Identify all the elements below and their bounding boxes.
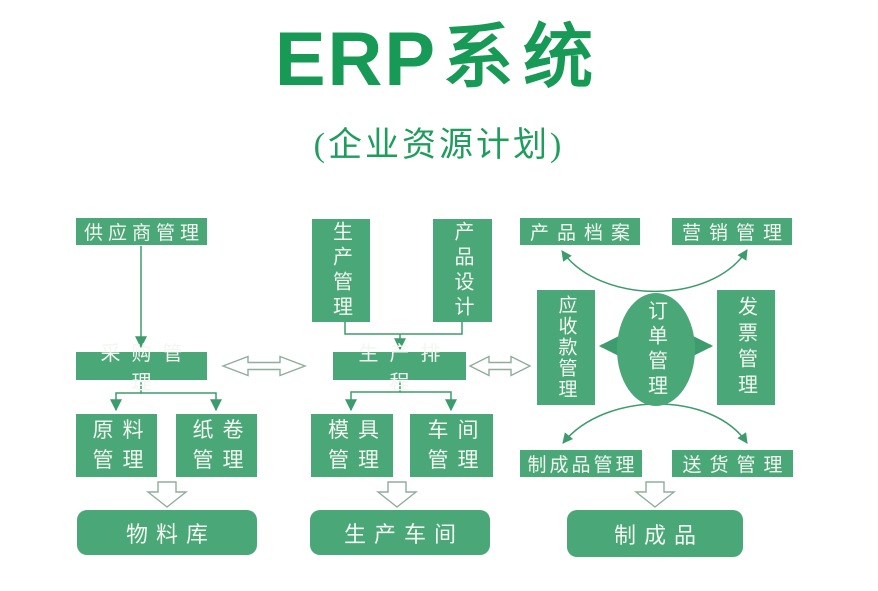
title-cjk: 系统 bbox=[443, 20, 604, 97]
double-arrow-purchasing-scheduling bbox=[221, 355, 307, 377]
node-finished-product-management: 制成品管理 bbox=[520, 450, 642, 477]
arrow-scheduling-to-mold bbox=[345, 381, 401, 412]
node-product-archive: 产品档案 bbox=[520, 218, 640, 245]
node-order-management: 订单管理 bbox=[617, 293, 695, 406]
node-supplier-management: 供应商管理 bbox=[76, 218, 207, 245]
double-arrow-scheduling-receivables bbox=[468, 355, 532, 377]
block-arrow-to-production-workshop bbox=[375, 481, 419, 508]
node-production-workshop: 生产车间 bbox=[310, 510, 490, 555]
node-product-design: 产品设计 bbox=[433, 219, 492, 322]
node-invoice-management: 发票管理 bbox=[717, 290, 775, 405]
node-receivables-management: 应收款管理 bbox=[537, 290, 595, 405]
node-production-management: 生产管理 bbox=[312, 219, 370, 322]
node-marketing-management: 营销管理 bbox=[672, 218, 792, 245]
node-delivery-management: 送货管理 bbox=[672, 450, 793, 477]
arrow-purchasing-to-paper-roll bbox=[141, 392, 222, 412]
node-purchasing-management: 采购管理 bbox=[76, 343, 207, 394]
node-production-scheduling: 生产排程 bbox=[333, 343, 466, 394]
connector-production-design-elbow bbox=[344, 322, 463, 335]
node-raw-material-management: 原料管理 bbox=[76, 414, 157, 477]
arrow-purchasing-to-raw-material bbox=[110, 381, 142, 412]
block-arrow-to-finished-product bbox=[633, 481, 677, 508]
node-workshop-management: 车间管理 bbox=[410, 414, 493, 477]
arrow-order-to-archive-and-marketing bbox=[561, 249, 748, 293]
block-arrow-to-material-warehouse bbox=[145, 481, 189, 508]
node-finished-product: 制成品 bbox=[567, 510, 743, 557]
title-latin: ERP bbox=[274, 17, 438, 102]
page-title: ERP系统 bbox=[0, 22, 878, 98]
arrow-order-to-finished-and-delivery bbox=[562, 403, 748, 444]
page-subtitle: (企业资源计划) bbox=[313, 127, 565, 164]
node-material-warehouse: 物料库 bbox=[77, 510, 257, 555]
node-mold-management: 模具管理 bbox=[311, 414, 393, 477]
arrow-scheduling-to-workshop bbox=[400, 391, 457, 412]
node-paper-roll-management: 纸卷管理 bbox=[176, 414, 257, 477]
